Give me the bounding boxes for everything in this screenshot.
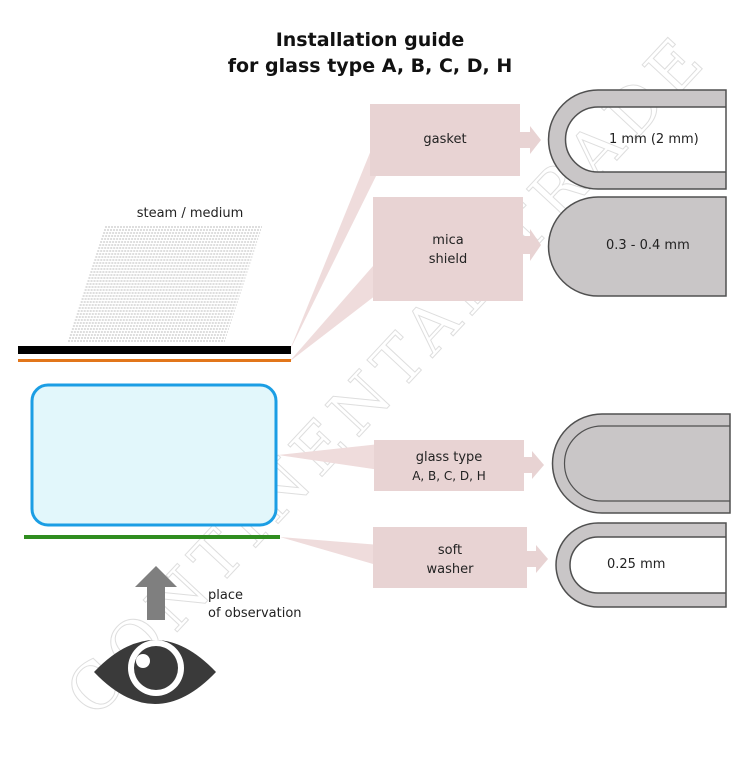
gasket-callout-box [370,104,520,176]
gasket-profile [547,89,727,190]
diagram-title-line-1: Installation guide [275,29,465,51]
glass-pointer [278,444,380,470]
observation-label-line-2: of observation [208,606,302,621]
mica-thickness: 0.3 - 0.4 mm [606,238,690,253]
steam-hatch [68,226,262,342]
washer-profile [555,522,727,608]
eye-icon [94,640,216,704]
diagram-title-line-2: for glass type A, B, C, D, H [227,55,513,77]
washer-callout-box [373,527,527,588]
observation-label-line-1: place [208,588,243,603]
washer-thickness: 0.25 mm [607,557,666,572]
washer-pointer [280,537,380,566]
mica-pointer [289,258,380,362]
mica-callout-box [373,197,523,301]
mica-bar [18,359,291,362]
glass-pane [30,383,278,527]
glass-callout-box [374,440,524,491]
washer-arrow [527,545,548,573]
washer-label-line-1: soft [437,543,463,558]
steam-label: steam / medium [136,206,244,221]
gasket-thickness: 1 mm (2 mm) [609,132,699,147]
gasket-arrow [520,126,541,154]
gasket-label: gasket [423,132,467,147]
gasket-bar [18,346,291,354]
washer-label-line-2: washer [426,562,474,577]
glass-label-line-2: A, B, C, D, H [412,469,486,483]
washer-bar [24,535,280,539]
mica-label-line-1: mica [432,233,464,248]
glass-profile-inner-line [563,425,730,502]
up-arrow-icon [135,566,177,620]
mica-label-line-2: shield [428,252,468,267]
mica-profile [547,196,727,297]
glass-profile [551,413,731,514]
glass-arrow [524,451,544,479]
glass-label-line-1: glass type [415,450,483,465]
gasket-pointer [289,128,380,352]
mica-arrow [523,229,541,261]
